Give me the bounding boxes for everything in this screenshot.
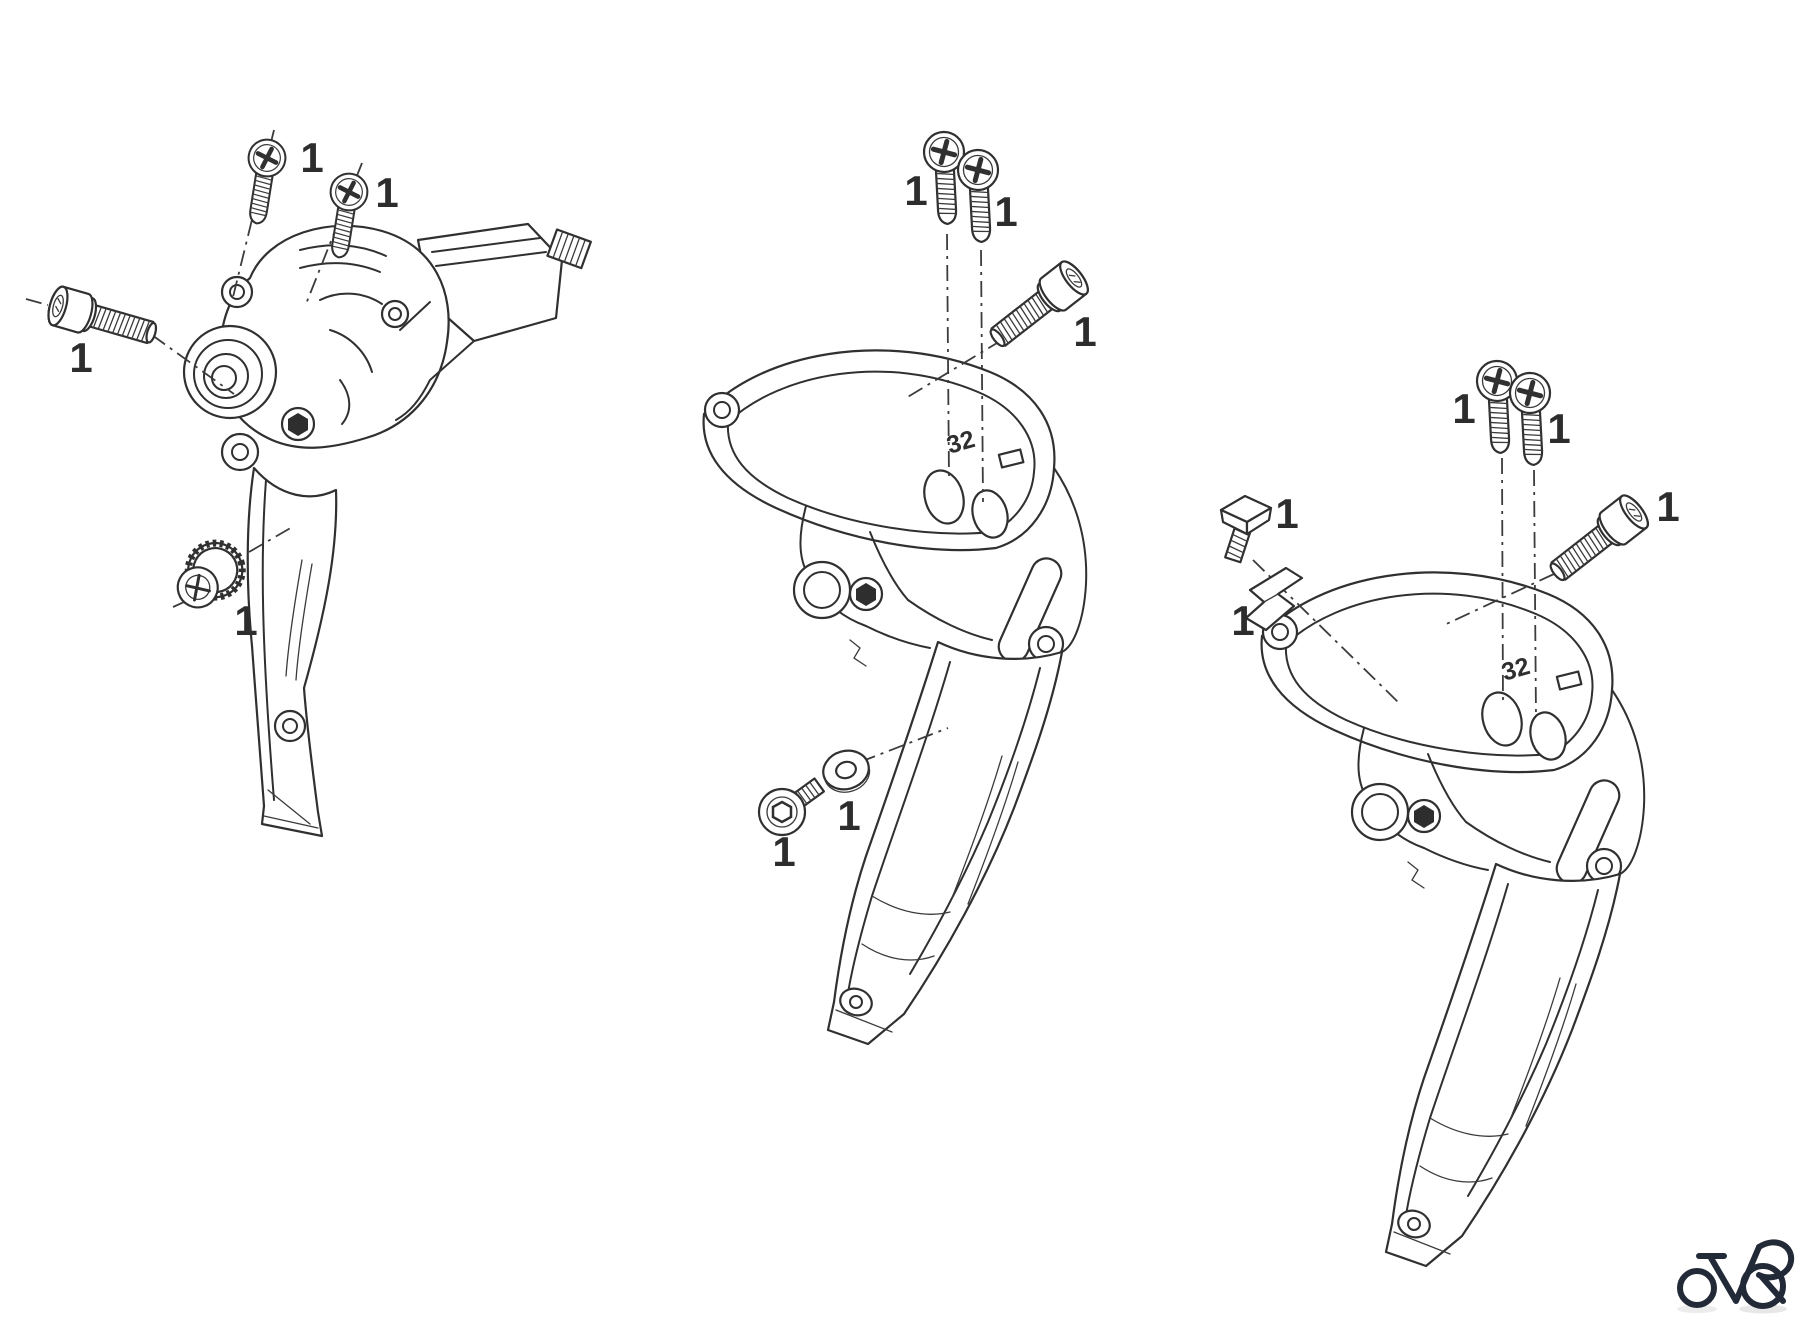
derailleur-body <box>702 349 1088 1046</box>
logo-frame-leg <box>1758 1273 1786 1304</box>
assembly-clamp-derailleur: 32 1 1 1 1 1 <box>702 131 1097 1046</box>
bicycle-logo <box>1677 1239 1795 1314</box>
logo-frame-loop <box>1756 1239 1795 1281</box>
part-callout: 1 <box>1231 597 1254 644</box>
leader-cap-bolt <box>25 298 235 395</box>
hex-socket-cap-bolt <box>43 283 162 355</box>
leader-clamp-screw-right <box>1533 469 1537 719</box>
washer <box>822 749 871 793</box>
leader-clamp-screw-left <box>946 233 950 481</box>
part-callout: 1 <box>1656 483 1679 530</box>
part-callout: 1 <box>375 169 398 216</box>
part-callout: 1 <box>904 167 927 214</box>
logo-shadow <box>1677 1305 1717 1313</box>
logo-frame <box>1708 1244 1762 1304</box>
part-callout: 1 <box>837 792 860 839</box>
hex-socket-cap-bolt <box>1540 490 1654 592</box>
part-callout: 1 <box>1547 405 1570 452</box>
part-callout: 1 <box>300 134 323 181</box>
derailleur-body <box>182 222 592 838</box>
square-head-bolt <box>1219 494 1273 564</box>
leader-adjuster-plug <box>172 525 295 608</box>
assembly-clamp-derailleur-alt: 32 1 1 1 1 1 <box>1219 360 1680 1268</box>
leader-cap-bolt <box>1441 573 1555 627</box>
assembly-braze-on-derailleur: 1 1 1 1 <box>25 129 592 838</box>
leader-clamp-screw-left <box>1501 457 1504 707</box>
part-callout: 1 <box>994 188 1017 235</box>
adjuster-plug <box>176 539 246 609</box>
part-callout: 1 <box>772 828 795 875</box>
logo-wheel-left <box>1677 1268 1717 1308</box>
derailleur-body <box>1260 571 1646 1268</box>
cable-anchor-bolt <box>757 777 826 837</box>
part-callout: 1 <box>1452 385 1475 432</box>
cable-guide-clip <box>1244 566 1304 632</box>
phillips-screw <box>238 137 288 226</box>
part-callout: 1 <box>234 597 257 644</box>
phillips-screw <box>1476 360 1521 454</box>
part-callout: 1 <box>1073 308 1096 355</box>
leader-cap-bolt <box>905 339 1003 399</box>
part-callout: 1 <box>1275 490 1298 537</box>
leader-washer <box>859 727 949 763</box>
part-callout: 1 <box>69 334 92 381</box>
leader-clamp-screw-right <box>980 249 984 503</box>
